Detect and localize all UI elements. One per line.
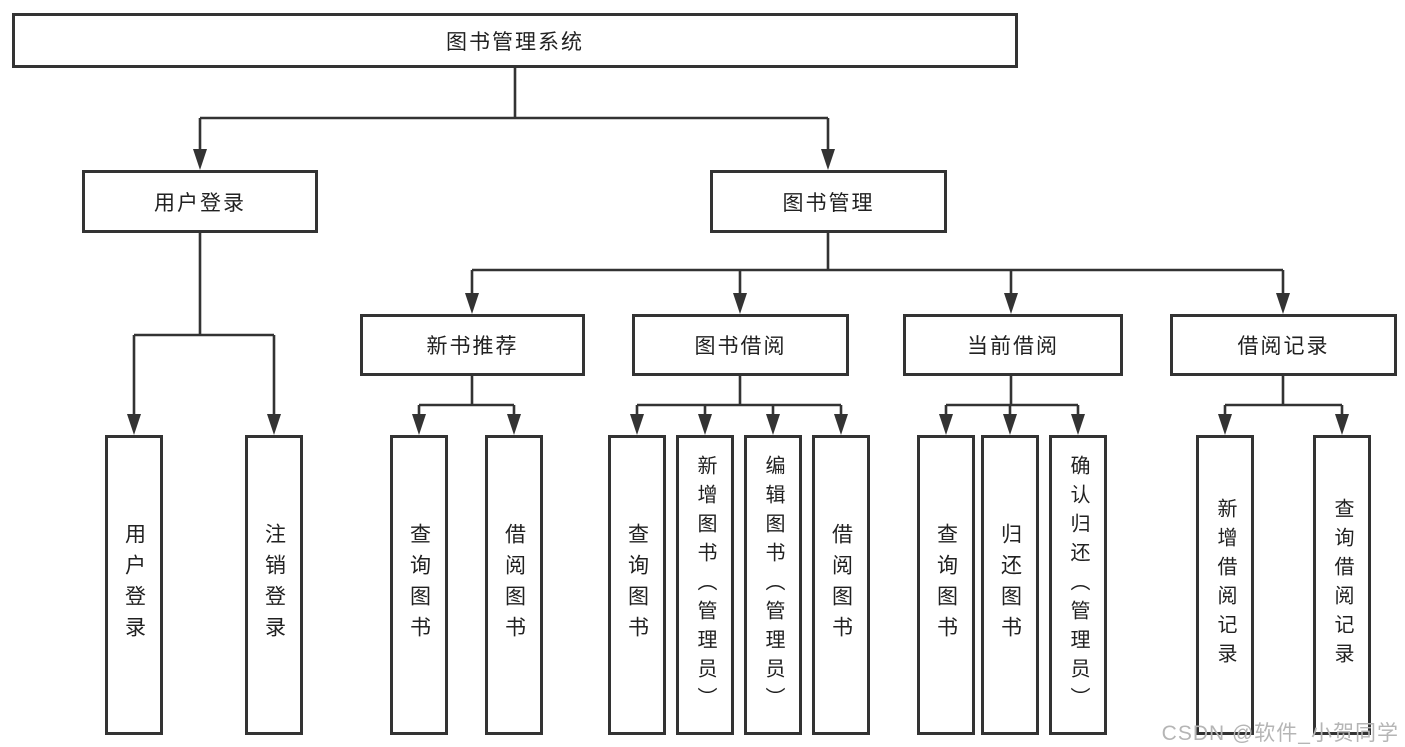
arrowhead [698,414,712,435]
node-label: 图书管理系统 [446,30,584,54]
node-label: 编辑图书（管理员） [762,454,784,716]
leaf-query-books-recommend: 查询图书 [390,435,448,735]
node-label: 新书推荐 [426,335,519,358]
connector-root-to-level2 [193,68,835,170]
node-label: 新增图书（管理员） [694,454,716,716]
leaf-query-books-borrow: 查询图书 [608,435,666,735]
leaf-logout: 注销登录 [245,435,303,735]
node-label: 图书借阅 [694,335,787,358]
leaf-add-books-admin: 新增图书（管理员） [676,435,734,735]
node-label: 归还图书 [998,523,1022,647]
node-library-system: 图书管理系统 [12,13,1018,68]
arrowhead [1003,414,1017,435]
connector-current-children [939,376,1085,435]
arrowhead [127,414,141,435]
arrowhead [1335,414,1349,435]
node-book-borrow: 图书借阅 [632,314,849,376]
connector-user-login-children [127,233,281,435]
node-label: 确认归还（管理员） [1067,454,1089,716]
arrowhead [267,414,281,435]
leaf-borrow-books: 借阅图书 [812,435,870,735]
node-label: 用户登录 [154,191,246,215]
node-label: 用户登录 [122,523,146,647]
node-label: 查询图书 [934,523,958,647]
node-label: 当前借阅 [967,335,1059,358]
arrowhead [630,414,644,435]
arrowhead [939,414,953,435]
arrowhead [766,414,780,435]
node-borrow-records: 借阅记录 [1170,314,1397,376]
leaf-return-books: 归还图书 [981,435,1039,735]
arrowhead [465,293,479,314]
arrowhead [821,149,835,170]
node-label: 借阅图书 [829,523,853,647]
arrowhead [412,414,426,435]
node-label: 图书管理 [782,191,875,215]
arrowhead [834,414,848,435]
node-label: 新增借阅记录 [1214,498,1236,672]
node-label: 查询借阅记录 [1331,498,1353,672]
node-user-login: 用户登录 [82,170,318,233]
node-label: 查询图书 [407,523,431,647]
connector-records-children [1218,376,1349,435]
node-current-borrow: 当前借阅 [903,314,1123,376]
arrowhead [733,293,747,314]
leaf-borrow-books-recommend: 借阅图书 [485,435,543,735]
leaf-confirm-return-admin: 确认归还（管理员） [1049,435,1107,735]
node-label: 查询图书 [625,523,649,647]
arrowhead [507,414,521,435]
arrowhead [1276,293,1290,314]
arrowhead [193,149,207,170]
node-label: 借阅图书 [502,523,526,647]
connector-book-mgmt-children [465,233,1290,314]
leaf-add-borrow-record: 新增借阅记录 [1196,435,1254,735]
connector-borrow-children [630,376,848,435]
arrowhead [1218,414,1232,435]
leaf-user-login: 用户登录 [105,435,163,735]
csdn-watermark: CSDN @软件_小贺同学 [1161,722,1399,745]
node-label: 注销登录 [262,523,286,647]
leaf-query-books-current: 查询图书 [917,435,975,735]
arrowhead [1071,414,1085,435]
arrowhead [1004,293,1018,314]
node-new-book-recommend: 新书推荐 [360,314,585,376]
node-label: 借阅记录 [1237,335,1330,358]
leaf-query-borrow-record: 查询借阅记录 [1313,435,1371,735]
leaf-edit-books-admin: 编辑图书（管理员） [744,435,802,735]
connector-new-book-children [412,376,521,435]
node-book-management: 图书管理 [710,170,947,233]
